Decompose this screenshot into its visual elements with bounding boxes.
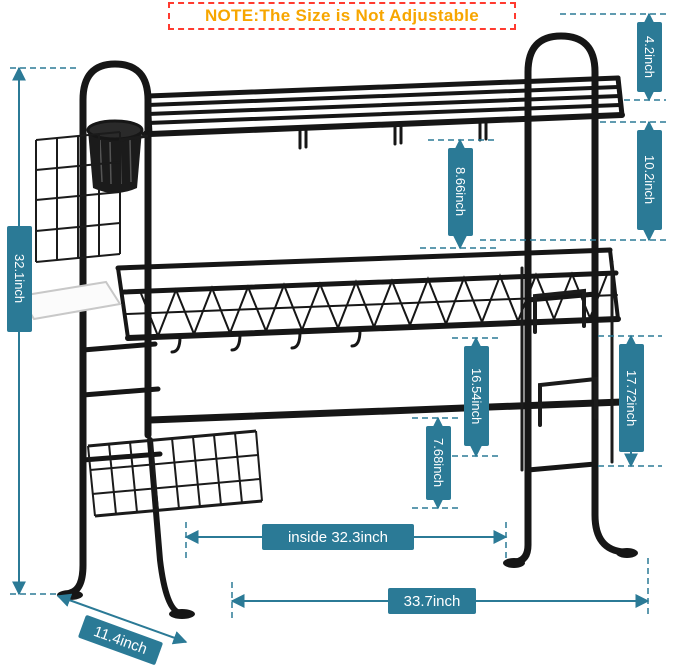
dimension-label-upper-right-height: 4.2inch	[637, 22, 662, 92]
dimension-label-shelf-to-basket-gap: 8.66inch	[448, 148, 473, 236]
top-shelf	[145, 75, 625, 150]
leader-lines	[10, 13, 666, 618]
note-text: NOTE:The Size is Not Adjustable	[204, 6, 480, 25]
right-hooks	[520, 260, 614, 472]
bottom-basket	[87, 429, 263, 518]
bottom-rail	[146, 398, 626, 424]
side-basket	[35, 131, 149, 263]
dimension-label-inside-width: inside 32.3inch	[262, 524, 414, 550]
dimension-label-right-shelf-gap: 10.2inch	[637, 130, 662, 230]
dimension-label-overall-width: 33.7inch	[388, 588, 476, 614]
dimension-label-right-lower-height: 17.72inch	[619, 344, 644, 452]
drain-tray	[18, 280, 122, 321]
dimension-label-bar-clearance: 7.68inch	[426, 426, 451, 500]
arrow-depth	[56, 593, 188, 645]
note-box: NOTE:The Size is Not Adjustable	[168, 2, 516, 30]
dimension-label-basket-to-base-gap: 16.54inch	[464, 346, 489, 446]
dimension-label-total-height: 32.1inch	[7, 226, 32, 332]
